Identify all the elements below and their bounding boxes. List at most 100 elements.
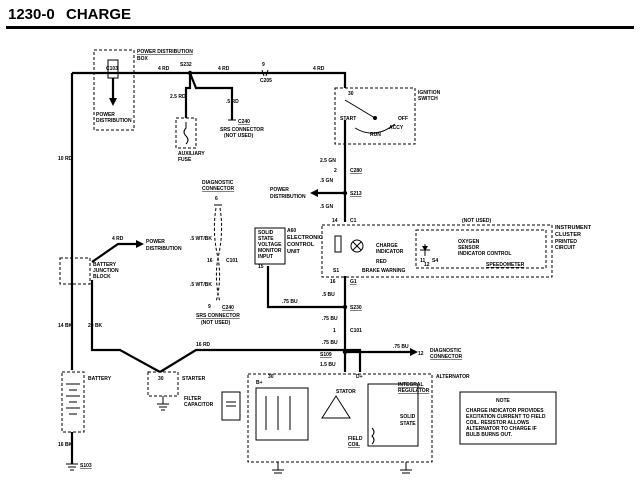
stator-label: STATOR (336, 389, 356, 395)
brake-warning: BRAKE WARNING (362, 268, 405, 274)
battery (61, 371, 85, 433)
wire-label: .5 GN (320, 204, 333, 210)
power-dist-label2: DISTRIBUTION (270, 194, 306, 200)
p11: 11 (420, 258, 426, 264)
cluster-printed: PRINTED (555, 239, 577, 245)
note-line: EXCITATION CURRENT TO FIELD (466, 414, 546, 420)
wire-20bk (90, 280, 161, 373)
c101: C101 (226, 258, 238, 264)
field-label2: COIL (348, 442, 360, 448)
note-box (459, 391, 557, 445)
wire-label: .75 BU (322, 316, 338, 322)
alt-bplus: B+ (256, 380, 263, 386)
bjb-label3: BLOCK (93, 274, 111, 280)
filter-label: FILTER (184, 396, 202, 402)
wire-75bu-a60 (266, 266, 345, 309)
c240-top: C240 (238, 119, 250, 125)
reg-label2: REGULATOR (398, 388, 430, 394)
g1: G1 (350, 279, 357, 285)
c280-pin: 2 (334, 168, 337, 174)
note-title: NOTE (496, 398, 511, 404)
aux-fuse-label: AUXILIARY (178, 151, 205, 157)
wire-label: .5 WT/BK (190, 282, 212, 288)
bjb-label2: JUNCTION (93, 268, 119, 274)
cluster-title2: CLUSTER (555, 232, 581, 238)
c280: C280 (350, 168, 362, 174)
aux-fuse-label2: FUSE (178, 157, 192, 163)
wire-label: 4 RD (112, 236, 124, 242)
filter-label2: CAPACITOR (184, 402, 214, 408)
charge-red: RED (376, 259, 387, 265)
splice-s232: S232 (180, 62, 192, 68)
wire-label: .5 BU (322, 292, 335, 298)
starter (147, 371, 179, 397)
ss-l1: SOLID (258, 230, 274, 236)
charge-indicator: CHARGE (376, 243, 398, 249)
splice-s213: S213 (350, 191, 362, 197)
a60-l3: CONTROL (287, 242, 315, 248)
wire-label: 16 RD (196, 342, 211, 348)
ign-run: RUN (370, 132, 381, 138)
splice-c205: C205 (260, 78, 272, 84)
srs-connector-bot: SRS CONNECTOR (196, 313, 240, 319)
ignition-switch[interactable] (334, 87, 416, 145)
c1: C1 (350, 218, 357, 224)
c205-pin: 9 (262, 62, 265, 68)
wire-16rd (159, 348, 362, 373)
wire-label: 4 RD (158, 66, 170, 72)
diag-pin6: 6 (215, 196, 218, 202)
note-line: CHARGE INDICATOR PROVIDES (466, 408, 544, 414)
c101b: C101 (350, 328, 362, 334)
a60-l1: A60 (287, 228, 296, 234)
pin9: 9 (208, 304, 211, 310)
solid-state-box (254, 227, 286, 265)
ign-start: START (340, 116, 356, 122)
note-line: ALTERNATOR TO CHARGE IF (466, 426, 537, 432)
battery-junction-block (59, 257, 91, 285)
p12: 12 (424, 262, 430, 268)
pin16: 16 (207, 258, 213, 264)
ign-off: OFF (398, 116, 408, 122)
diag-r-pin: 12 (418, 351, 424, 357)
instrument-cluster (321, 224, 553, 278)
note-line: BULB BURNS OUT. (466, 432, 512, 438)
power-dist-label: POWER (270, 187, 289, 193)
wire-label: 20 BK (88, 323, 103, 329)
section-code: 1230-0 (8, 6, 55, 23)
wire-label: 4 RD (218, 66, 230, 72)
srs-notused-bot: (NOT USED) (201, 320, 231, 326)
reg-label: INTEGRAL (398, 382, 424, 388)
wire-label: 16 BK (58, 442, 73, 448)
cluster-title: INSTRUMENT (555, 225, 592, 231)
oxygen-sensor: OXYGEN (458, 239, 480, 245)
aux-fuse (175, 117, 197, 149)
ignition-label: IGNITION (418, 90, 441, 96)
pdb-title2: BOX (137, 56, 149, 62)
battery-label: BATTERY (88, 376, 112, 382)
wire-label: 2.5 RD (170, 94, 186, 100)
starter-label: STARTER (182, 376, 206, 382)
note-line: COIL. RESISTOR ALLOWS (466, 420, 530, 426)
srs-notused-top: (NOT USED) (224, 133, 254, 139)
alt-pin30: 30 (268, 374, 274, 380)
alternator-label: ALTERNATOR (436, 374, 470, 380)
wire-label: .75 BU (322, 340, 338, 346)
wire-label: .5 RD (226, 99, 239, 105)
ss-l5: INPUT (258, 254, 273, 260)
section-title: CHARGE (66, 6, 132, 23)
pd-left2: DISTRIBUTION (146, 246, 182, 252)
power-distribution-box (93, 49, 135, 131)
page-header: 1230-0 CHARGE (6, 4, 634, 29)
oxygen-indicator: INDICATOR CONTROL (458, 251, 511, 257)
wire-label: 14 BK (58, 323, 73, 329)
diag-connector-r2: CONNECTOR (430, 354, 463, 360)
alternator (247, 373, 433, 463)
splice-s109: S109 (320, 352, 332, 358)
diag-top: DIAGNOSTIC (202, 180, 234, 186)
alt-state: STATE (400, 421, 416, 427)
wire-25rd (184, 73, 192, 118)
s4: S4 (432, 258, 438, 264)
wire-label: 10 RD (58, 156, 73, 162)
g1-pin: 16 (330, 279, 336, 285)
wire-4rd-bjb (91, 242, 136, 263)
